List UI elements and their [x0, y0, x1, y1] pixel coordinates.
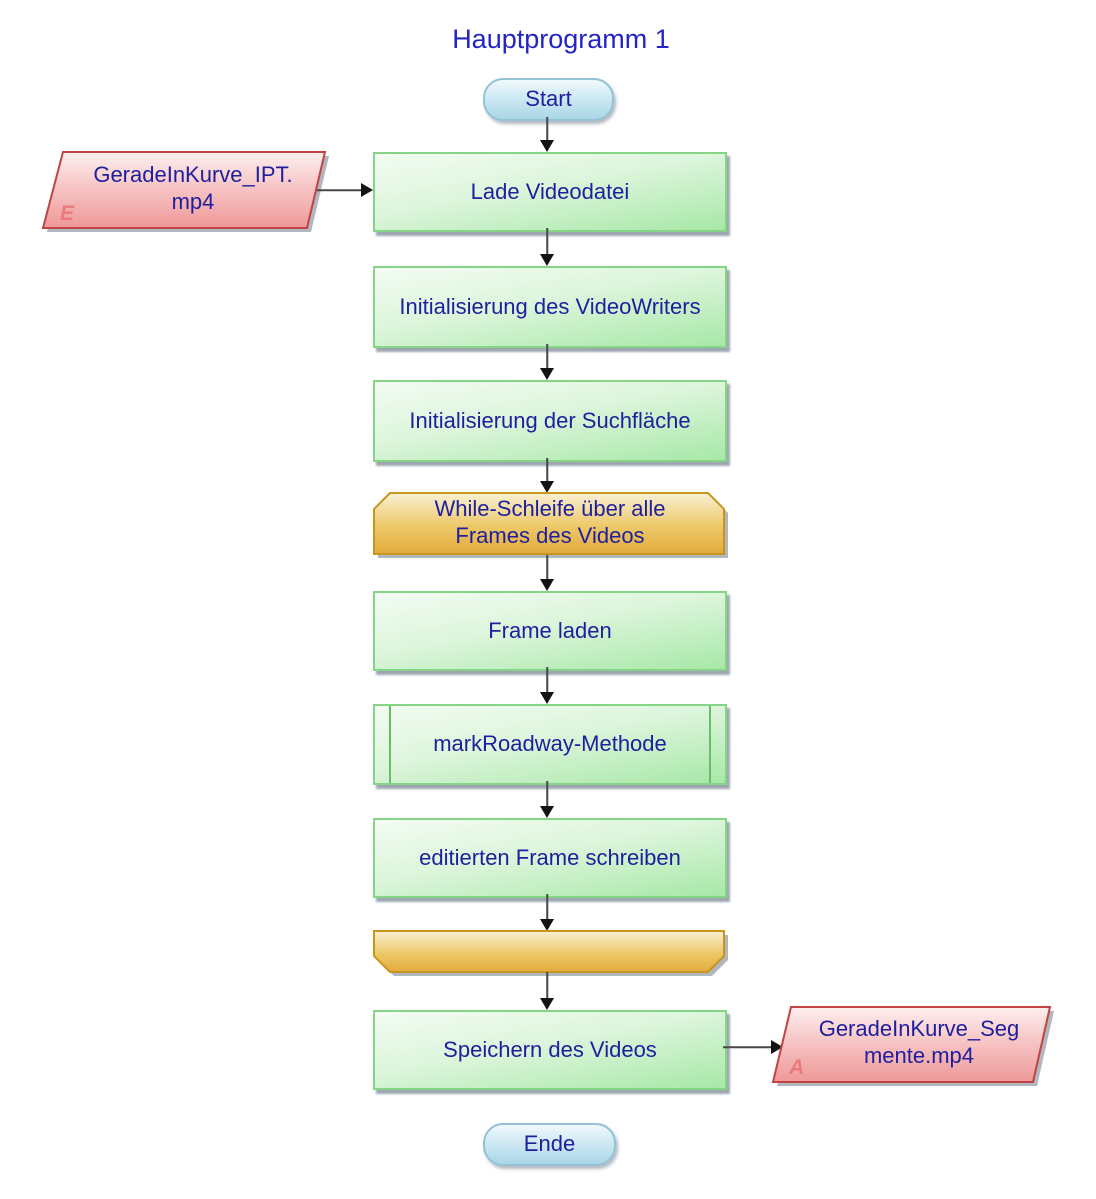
arrow-head-icon: [540, 919, 554, 931]
diagram-title: Hauptprogramm 1: [452, 24, 670, 54]
arrow-mark-to-write: [539, 781, 555, 818]
process-save-video-label: Speichern des Videos: [443, 1036, 657, 1062]
process-load-video-label: Lade Videodatei: [470, 178, 630, 204]
terminal-start: Start: [483, 78, 614, 121]
arrow-line: [546, 458, 548, 482]
arrow-line: [723, 1046, 772, 1048]
arrow-input-to-load: [317, 182, 373, 198]
arrow-head-icon: [540, 692, 554, 704]
process-write-frame: editierten Frame schreiben: [373, 818, 727, 898]
arrow-head-icon: [540, 806, 554, 818]
arrow-line: [546, 667, 548, 693]
terminal-ende-label: Ende: [523, 1131, 576, 1157]
loop-end-shape: [373, 930, 725, 973]
loop-start-while: While-Schleife über alle Frames des Vide…: [371, 491, 729, 561]
process-init-searcharea: Initialisierung der Suchfläche: [373, 380, 727, 462]
process-load-video: Lade Videodatei: [373, 152, 727, 232]
arrow-line: [546, 344, 548, 369]
arrow-initsearch-to-while: [539, 458, 555, 493]
process-load-frame: Frame laden: [373, 591, 727, 671]
arrow-head-icon: [540, 481, 554, 493]
terminal-start-label: Start: [525, 86, 572, 112]
arrow-head-icon: [361, 183, 373, 197]
arrow-initwriter-to-initsearch: [539, 344, 555, 380]
io-output-file-label: GeradeInKurve_Seg mente.mp4: [818, 1016, 1020, 1068]
arrow-loopend-to-save: [539, 972, 555, 1010]
io-input-file: GeradeInKurve_IPT. mp4 E: [40, 150, 332, 234]
arrow-head-icon: [540, 368, 554, 380]
arrow-head-icon: [540, 254, 554, 266]
arrow-line: [546, 972, 548, 999]
arrow-line: [546, 228, 548, 255]
arrow-line: [317, 189, 362, 191]
arrow-write-to-loopend: [539, 894, 555, 931]
parallelogram-shape: [771, 1006, 1052, 1083]
arrow-start-to-load: [539, 117, 555, 152]
process-write-frame-label: editierten Frame schreiben: [419, 844, 681, 870]
arrow-while-to-frame: [539, 555, 555, 591]
arrow-line: [546, 117, 548, 141]
io-input-tag: E: [60, 202, 75, 225]
process-load-frame-label: Frame laden: [488, 617, 612, 643]
process-init-videowriter: Initialisierung des VideoWriters: [373, 266, 727, 348]
arrow-head-icon: [540, 579, 554, 591]
io-output-tag: A: [789, 1056, 805, 1079]
io-input-file-label: GeradeInKurve_IPT. mp4: [93, 162, 293, 214]
parallelogram-shape: [41, 151, 327, 229]
process-save-video: Speichern des Videos: [373, 1010, 727, 1090]
loop-start-label: While-Schleife über alle Frames des Vide…: [434, 496, 666, 548]
arrow-line: [546, 894, 548, 920]
process-init-searcharea-label: Initialisierung der Suchfläche: [409, 407, 691, 433]
loop-start-shape: [373, 492, 725, 555]
process-init-videowriter-label: Initialisierung des VideoWriters: [399, 293, 701, 319]
arrow-frame-to-mark: [539, 667, 555, 704]
arrow-head-icon: [540, 998, 554, 1010]
arrow-line: [546, 555, 548, 580]
arrow-head-icon: [540, 140, 554, 152]
predefined-process-mark-roadway: markRoadway-Methode: [373, 704, 727, 785]
terminal-ende: Ende: [483, 1123, 616, 1166]
arrow-line: [546, 781, 548, 807]
io-output-file: GeradeInKurve_Seg mente.mp4 A: [769, 1004, 1057, 1088]
arrow-load-to-initwriter: [539, 228, 555, 266]
loop-end-while: [371, 929, 729, 977]
predefined-process-label: markRoadway-Methode: [433, 731, 667, 757]
